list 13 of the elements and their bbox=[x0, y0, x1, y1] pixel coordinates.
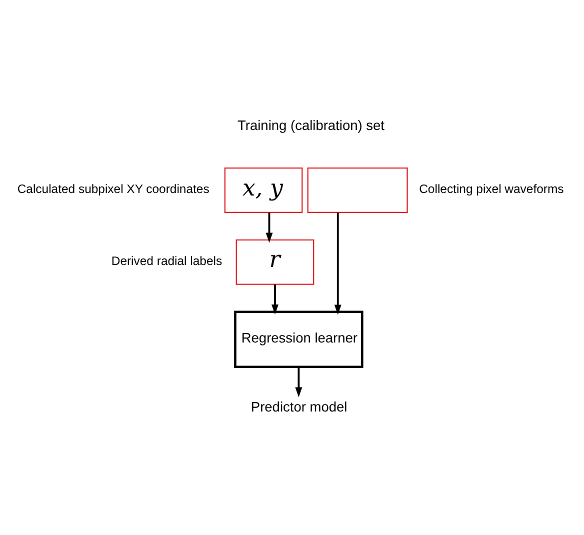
node-label: Derived radial labels bbox=[111, 254, 222, 268]
node-box: Regression learner bbox=[234, 310, 364, 368]
arrow bbox=[266, 212, 273, 243]
label: Training (calibration) set bbox=[238, 118, 385, 134]
node-box: x, y bbox=[224, 168, 303, 214]
arrow bbox=[295, 366, 302, 398]
node-box bbox=[307, 168, 408, 214]
node-label: Collecting pixel waveforms bbox=[419, 182, 564, 196]
node-label: Calculated subpixel XY coordinates bbox=[17, 182, 210, 196]
arrow bbox=[334, 212, 342, 315]
node-box: r bbox=[236, 239, 314, 285]
arrow bbox=[272, 284, 278, 314]
node-text: Predictor model bbox=[250, 400, 348, 415]
